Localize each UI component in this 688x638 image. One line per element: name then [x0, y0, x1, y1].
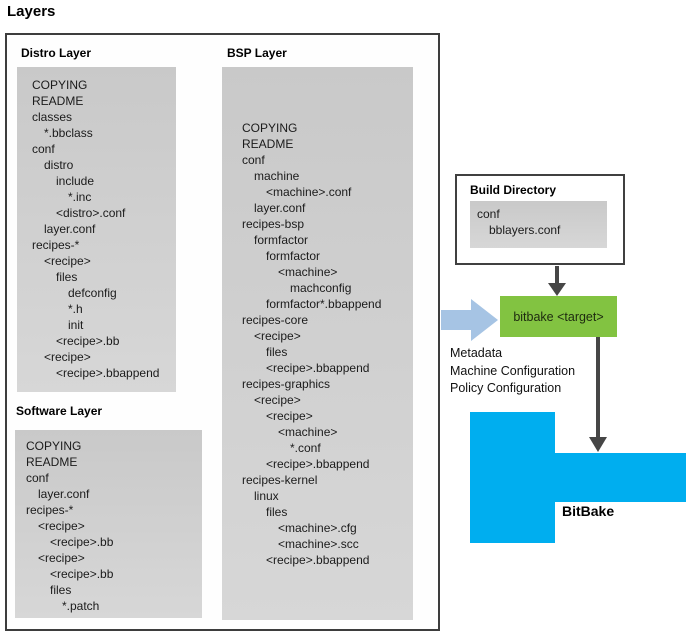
tree-item: <recipe>	[254, 393, 301, 407]
tree-item: <recipe>.bbappend	[266, 361, 370, 375]
build-to-bitbake-arrow-head	[548, 283, 566, 296]
build-directory-tree-box: conf bblayers.conf	[470, 201, 607, 248]
tree-item: layer.conf	[38, 487, 90, 501]
tree-item: defconfig	[68, 286, 117, 300]
tree-item: conf	[242, 153, 265, 167]
tree-item: <recipe>.bbappend	[56, 366, 160, 380]
tree-item: <machine>.conf	[266, 185, 352, 199]
distro-layer-label: Distro Layer	[21, 46, 92, 60]
annotation-line-metadata: Metadata	[450, 346, 503, 360]
tree-item: <machine>	[278, 425, 338, 439]
annotation-line-machine-configuration: Machine Configuration	[450, 363, 576, 378]
bitbake-shape-vertical-block	[470, 412, 555, 543]
target-to-bitbake-arrow-head	[589, 437, 607, 452]
software-layer-label: Software Layer	[16, 404, 103, 418]
tree-item: COPYING	[26, 439, 82, 453]
tree-item: <machine>.scc	[278, 537, 359, 551]
tree-item: linux	[254, 489, 279, 503]
tree-item: <machine>.cfg	[278, 521, 357, 535]
target-to-bitbake-arrow-shaft	[596, 337, 600, 438]
tree-item: formfactor	[254, 233, 309, 247]
distro-layer-tree-box: COPYING README classes *.bbclass conf distro i…	[17, 67, 176, 392]
tree-item: classes	[32, 110, 73, 124]
tree-item: <recipe>.bb	[50, 535, 114, 549]
tree-item: files	[266, 345, 288, 359]
tree-item: COPYING	[32, 78, 88, 92]
tree-item: distro	[44, 158, 74, 172]
tree-item: recipes-*	[32, 238, 80, 252]
tree-item: layer.conf	[254, 201, 306, 215]
tree-item: layer.conf	[44, 222, 96, 236]
tree-item: init	[68, 318, 84, 332]
tree-item: <recipe>.bb	[56, 334, 120, 348]
tree-item: recipes-*	[26, 503, 74, 517]
tree-item: conf	[26, 471, 49, 485]
tree-item: formfactor	[266, 249, 321, 263]
tree-item: README	[32, 94, 84, 108]
bitbake-shape-horizontal-block	[555, 453, 686, 502]
tree-item: machconfig	[290, 281, 352, 295]
tree-item: include	[56, 174, 95, 188]
tree-item: files	[266, 505, 288, 519]
tree-item: recipes-kernel	[242, 473, 318, 487]
tree-item: *.patch	[62, 599, 100, 613]
bitbake-target-box: bitbake <target>	[500, 296, 617, 337]
tree-item: <recipe>	[38, 551, 85, 565]
tree-item: *.conf	[290, 441, 321, 455]
tree-item: <recipe>.bbappend	[266, 457, 370, 471]
tree-item: <recipe>	[254, 329, 301, 343]
tree-item: <distro>.conf	[56, 206, 126, 220]
bitbake-target-label: bitbake <target>	[513, 309, 604, 324]
annotation-text: Metadata Machine Configuration Policy Co…	[450, 345, 575, 398]
tree-item: machine	[254, 169, 300, 183]
tree-item: recipes-core	[242, 313, 309, 327]
tree-item: README	[242, 137, 294, 151]
tree-item: bblayers.conf	[489, 223, 561, 237]
tree-item: <recipe>.bb	[50, 567, 114, 581]
build-to-bitbake-arrow-shaft	[555, 266, 559, 284]
build-directory-label: Build Directory	[470, 183, 557, 197]
tree-item: *.h	[68, 302, 83, 316]
tree-item: *.inc	[68, 190, 92, 204]
tree-item: <machine>	[278, 265, 338, 279]
tree-item: <recipe>	[266, 409, 313, 423]
tree-item: formfactor*.bbappend	[266, 297, 382, 311]
bsp-layer-tree-box: COPYING README conf machine <machine>.conf la…	[222, 67, 413, 620]
tree-item: COPYING	[242, 121, 298, 135]
tree-item: <recipe>	[44, 350, 91, 364]
tree-item: <recipe>.bbappend	[266, 553, 370, 567]
tree-item: files	[50, 583, 72, 597]
tree-item: recipes-graphics	[242, 377, 331, 391]
layers-to-bitbake-arrow-body	[441, 310, 471, 330]
annotation-line-policy-configuration: Policy Configuration	[450, 381, 562, 395]
tree-item: README	[26, 455, 78, 469]
tree-item: *.bbclass	[44, 126, 93, 140]
tree-item: conf	[477, 207, 500, 221]
layers-to-bitbake-arrow-head	[471, 299, 498, 341]
bitbake-label: BitBake	[562, 503, 615, 519]
software-layer-tree-box: COPYING README conf layer.conf recipes-* <rec…	[15, 430, 202, 618]
tree-item: recipes-bsp	[242, 217, 305, 231]
tree-item: <recipe>	[38, 519, 85, 533]
page-title: Layers	[7, 3, 56, 20]
tree-item: files	[56, 270, 78, 284]
tree-item: <recipe>	[44, 254, 91, 268]
bsp-layer-label: BSP Layer	[227, 46, 287, 60]
tree-item: conf	[32, 142, 55, 156]
